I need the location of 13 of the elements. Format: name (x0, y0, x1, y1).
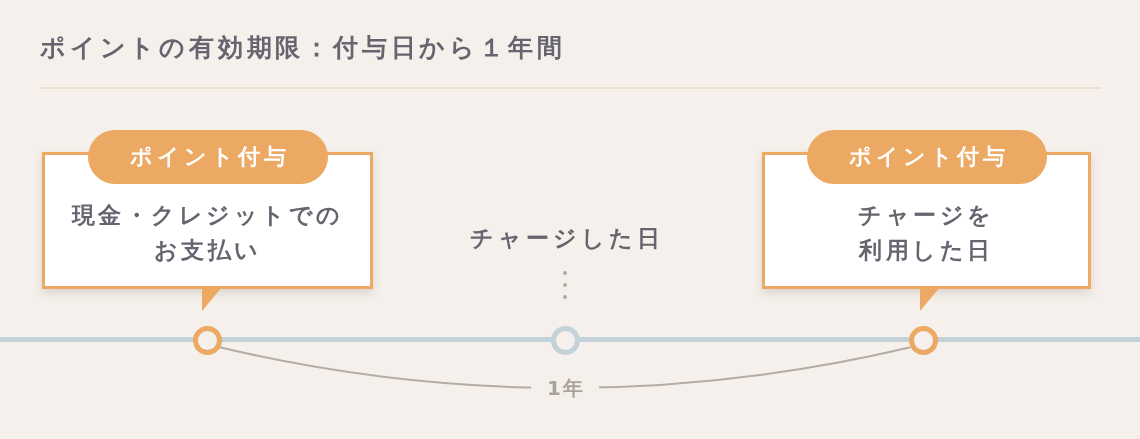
callout-badge: ポイント付与 (806, 130, 1047, 184)
edge-label: 1年 (531, 375, 599, 401)
diagram-title: ポイントの有効期限：付与日から１年間 (40, 32, 566, 64)
span-curve (218, 346, 912, 389)
timeline-marker (908, 325, 938, 355)
date-label: チャージした日 (470, 223, 664, 253)
timeline-marker (192, 325, 222, 355)
callout-badge: ポイント付与 (87, 130, 328, 184)
callout-text: チャージを利用した日 (857, 201, 996, 265)
callout-box (42, 130, 373, 311)
callout-text: 現金・クレジットでのお支払い (71, 201, 344, 265)
callout-box (762, 130, 1091, 311)
timeline-marker (550, 325, 580, 355)
